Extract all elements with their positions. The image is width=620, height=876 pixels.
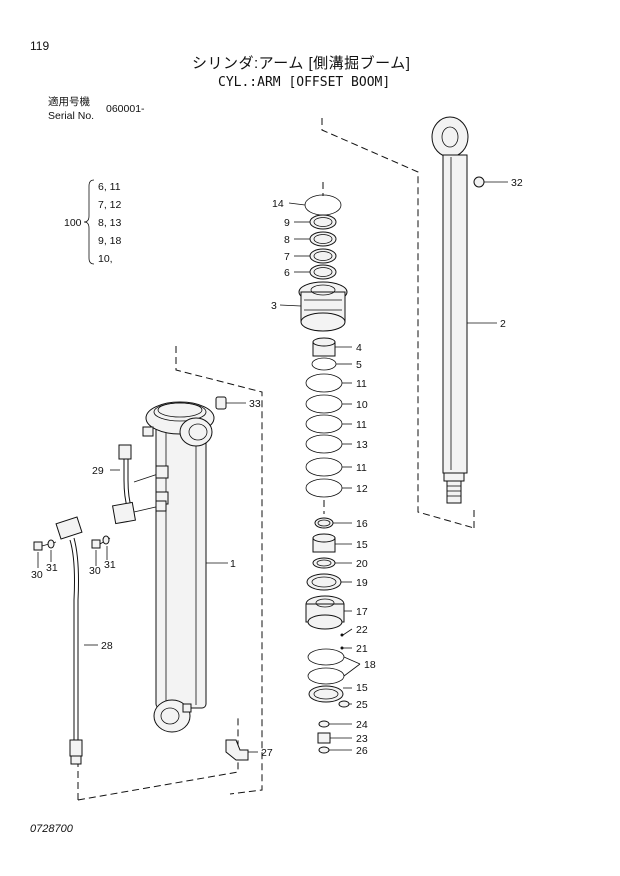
serial-value: 060001- (106, 103, 145, 115)
callout-19: 19 (356, 577, 368, 589)
page-title-jp: シリンダ:アーム [側溝掘ブーム] (192, 55, 411, 72)
nipple-33 (215, 396, 227, 410)
callout-12: 12 (356, 483, 368, 495)
callout-9: 9 (284, 217, 290, 229)
piston-rod (431, 116, 485, 504)
callout-23: 23 (356, 733, 368, 745)
callout-29: 29 (92, 465, 104, 477)
cylinder-tube (142, 401, 215, 733)
callout-24: 24 (356, 719, 368, 731)
callout-30: 30 (89, 565, 101, 577)
callout-16: 16 (356, 518, 368, 530)
kit-item: 7, 12 (98, 199, 122, 211)
page-title-en: CYL.:ARM [OFFSET BOOM] (218, 75, 391, 90)
leader-lines (37, 181, 508, 753)
callout-31: 31 (104, 559, 116, 571)
bolt-washer-set (33, 535, 111, 551)
kit-item: 10, (98, 253, 113, 265)
callout-15: 15 (356, 539, 368, 551)
callout-5: 5 (356, 359, 362, 371)
callout-18: 18 (364, 659, 376, 671)
pipe-29 (112, 444, 169, 525)
callouts: 1 2 3 4 5 6 7 8 9 10 11 11 11 12 13 14 1… (31, 177, 523, 759)
seal-stack (298, 182, 350, 754)
callout-3: 3 (271, 300, 277, 312)
callout-28: 28 (101, 640, 113, 652)
callout-1: 1 (230, 558, 236, 570)
pipe-28 (55, 516, 83, 765)
serial-label-en: Serial No. (48, 110, 95, 122)
footer-code: 0728700 (30, 823, 73, 835)
callout-6: 6 (284, 267, 290, 279)
callout-20: 20 (356, 558, 368, 570)
callout-13: 13 (356, 439, 368, 451)
callout-14: 14 (272, 198, 284, 210)
kit-item: 8, 13 (98, 217, 122, 229)
callout-10: 10 (356, 399, 368, 411)
callout-8: 8 (284, 234, 290, 246)
kit-item: 9, 18 (98, 235, 122, 247)
callout-26: 26 (356, 745, 368, 757)
callout-31: 31 (46, 562, 58, 574)
callout-21: 21 (356, 643, 368, 655)
serial-label-jp: 適用号機 (48, 96, 90, 108)
callout-15: 15 (356, 682, 368, 694)
cylinder-group-outline (77, 346, 263, 801)
kit-label: 100 (64, 217, 82, 229)
callout-27: 27 (261, 747, 273, 759)
callout-32: 32 (511, 177, 523, 189)
callout-4: 4 (356, 342, 362, 354)
callout-11: 11 (356, 378, 367, 390)
page-number: 119 (30, 39, 50, 53)
rod-group-outline (321, 118, 475, 529)
kit-item: 6, 11 (98, 181, 121, 193)
callout-7: 7 (284, 251, 290, 263)
callout-30: 30 (31, 569, 43, 581)
callout-17: 17 (356, 606, 368, 618)
callout-11: 11 (356, 419, 367, 431)
callout-22: 22 (356, 624, 368, 636)
callout-25: 25 (356, 699, 368, 711)
callout-11: 11 (356, 462, 367, 474)
callout-2: 2 (500, 318, 506, 330)
callout-33: 33 (249, 398, 261, 410)
elbow-fitting-27 (225, 739, 249, 761)
kit-bracket (83, 179, 95, 265)
